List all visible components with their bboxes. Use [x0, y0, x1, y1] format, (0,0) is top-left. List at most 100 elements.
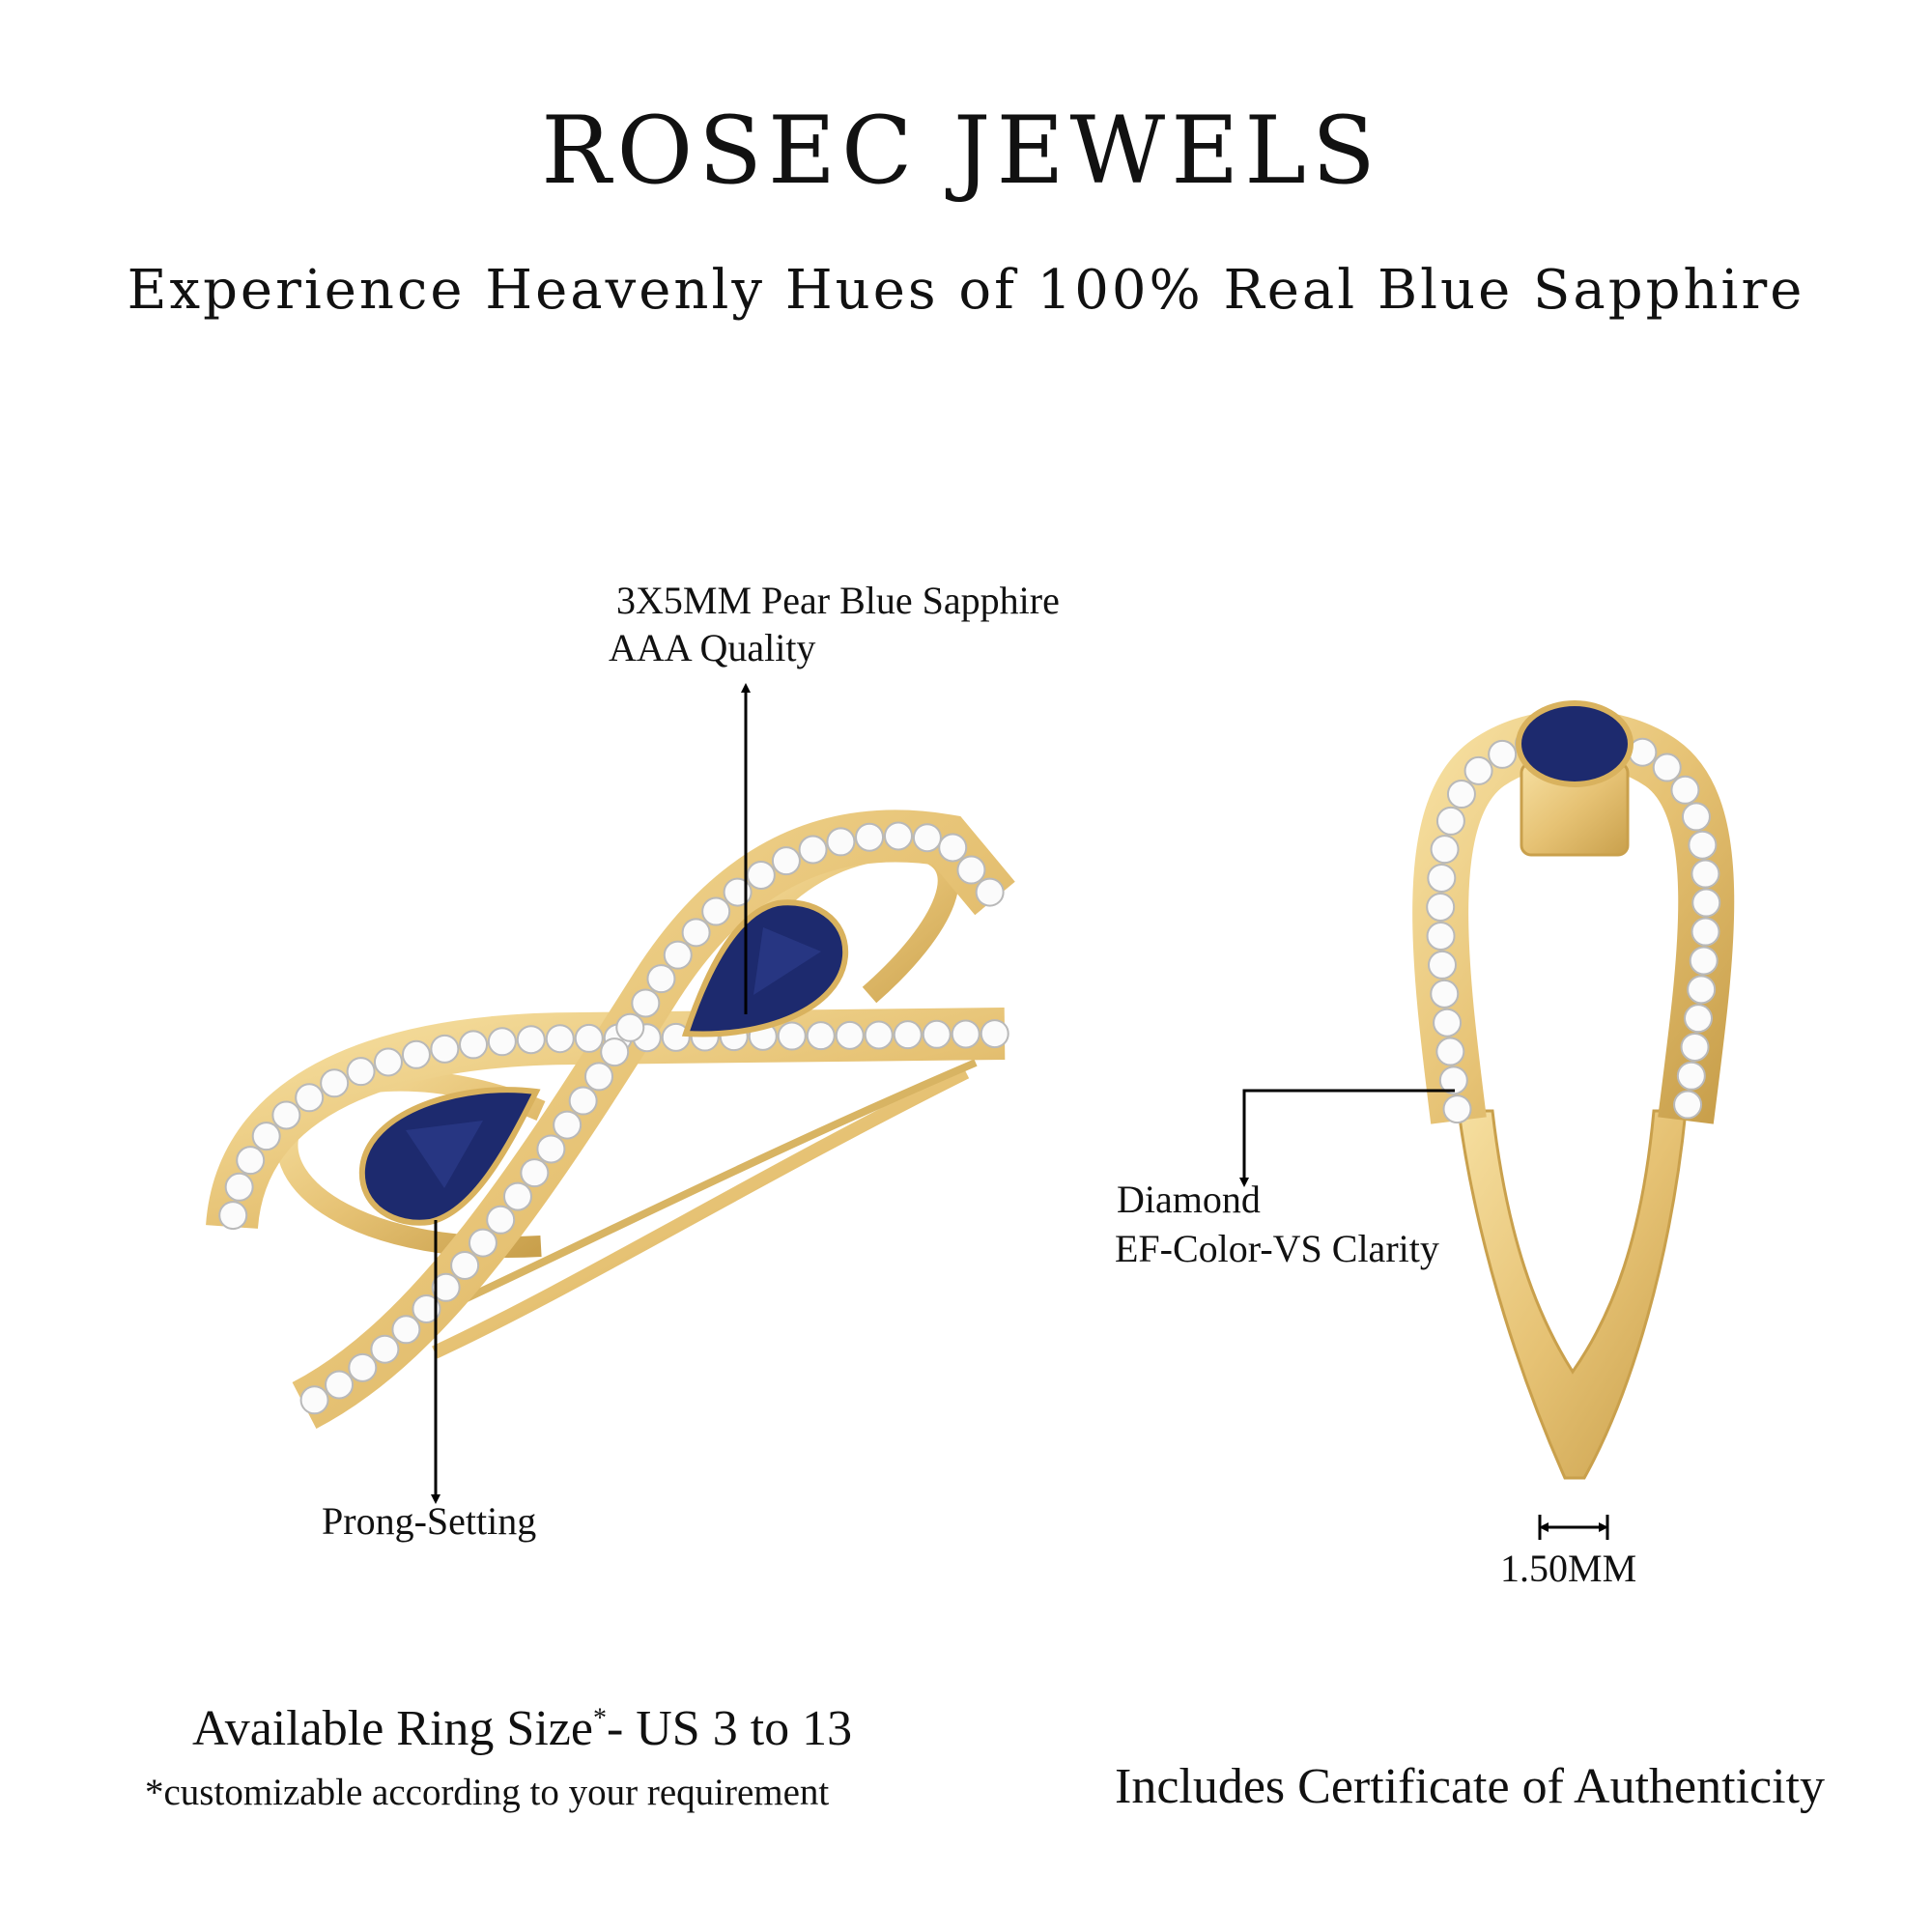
- diamond-stone: [1670, 775, 1700, 805]
- diamond-stone: [346, 1057, 376, 1087]
- diamond-stone: [553, 1110, 582, 1140]
- diamond-stone: [1433, 1008, 1463, 1037]
- diamond-stone: [777, 1021, 807, 1051]
- diamond-stone: [224, 1172, 254, 1202]
- front-view-ring: [1412, 700, 1735, 1480]
- diamond-stone: [1690, 859, 1720, 889]
- band-width-label: 1.50MM: [1500, 1547, 1637, 1590]
- diamond-stone: [468, 1228, 497, 1258]
- diamond-stone: [251, 1122, 281, 1151]
- diamond-stone: [295, 1083, 325, 1113]
- diamond-stone: [956, 855, 986, 885]
- diamond-stone: [325, 1370, 355, 1400]
- diamond-stone: [646, 964, 676, 994]
- diamond-stone: [864, 1020, 894, 1050]
- diamond-stone: [701, 896, 731, 926]
- tagline: Experience Heavenly Hues of 100% Real Bl…: [127, 259, 1805, 322]
- diamond-stone: [271, 1100, 301, 1130]
- diamond-stone: [661, 1022, 691, 1052]
- diamond-stone: [1430, 979, 1460, 1009]
- diamond-stone: [520, 1158, 550, 1188]
- diamond-stone: [1688, 830, 1718, 860]
- diamond-stone: [1438, 1065, 1468, 1095]
- diamond-stone: [430, 1034, 460, 1064]
- diamond-stone: [631, 988, 661, 1018]
- diamond-stone: [663, 940, 693, 970]
- diamond-stone: [893, 1020, 923, 1050]
- diamond-stone: [1430, 835, 1460, 865]
- customizable-note: *customizable according to your requirem…: [145, 1772, 830, 1813]
- diamond-stone: [1488, 739, 1518, 769]
- diamond-stone: [826, 827, 856, 857]
- diamond-stone: [912, 823, 942, 853]
- diamond-stone: [883, 821, 913, 851]
- diamond-stone: [1673, 1090, 1703, 1120]
- diamond-stone: [1690, 917, 1720, 947]
- diamond-stone: [835, 1020, 865, 1050]
- sapphire-stone-upper: [681, 899, 849, 1037]
- diamond-stone: [681, 918, 711, 948]
- diamond-stone: [1687, 975, 1717, 1005]
- ring-size-range: - US 3 to 13: [606, 1701, 853, 1756]
- diamond-stone: [746, 860, 776, 890]
- diamond-stone: [412, 1293, 441, 1323]
- diamond-stone: [450, 1250, 480, 1280]
- diamond-arrow: [1239, 1089, 1455, 1187]
- asterisk: *: [592, 1703, 607, 1734]
- sapphire-stone-front: [1516, 700, 1634, 787]
- diamond-stone: [1426, 921, 1456, 951]
- diamond-stone: [1442, 1094, 1472, 1124]
- diamond-stone: [1676, 1061, 1706, 1091]
- diamond-stone: [1680, 1032, 1710, 1062]
- diamond-stone: [1427, 950, 1457, 980]
- diamond-stone: [1463, 755, 1493, 785]
- diamond-stone: [1427, 863, 1457, 893]
- diamond-stone: [600, 1037, 630, 1067]
- diamond-stone: [502, 1181, 532, 1211]
- diamond-stone: [855, 822, 885, 852]
- ring-size-label: Available Ring Size: [192, 1701, 593, 1756]
- diamond-stone: [938, 833, 968, 863]
- diamond-stone: [1652, 753, 1682, 782]
- diamond-stone: [568, 1086, 598, 1116]
- diamond-stone: [536, 1134, 566, 1164]
- diamond-stone: [1446, 780, 1476, 810]
- diamond-stone: [771, 846, 801, 876]
- diamond-stone: [798, 835, 828, 865]
- diamond-stone: [1435, 1037, 1465, 1066]
- diamond-stone: [615, 1012, 645, 1042]
- diamond-stone: [487, 1027, 517, 1057]
- diamond-stone: [583, 1062, 613, 1092]
- diamond-stone: [320, 1068, 350, 1098]
- diamond-stone: [1681, 802, 1711, 832]
- diamond-stone: [459, 1030, 489, 1060]
- diamond-quality-label: EF-Color-VS Clarity: [1115, 1227, 1439, 1270]
- diamond-stone: [431, 1272, 461, 1302]
- certificate-note: Includes Certificate of Authenticity: [1115, 1759, 1825, 1814]
- diamond-label: Diamond: [1117, 1178, 1261, 1221]
- side-view-ring: [206, 810, 1015, 1429]
- diamond-stone: [1435, 806, 1465, 836]
- sapphire-stone-lower: [358, 1087, 541, 1226]
- gem-quality-label: AAA Quality: [609, 626, 816, 669]
- ring-size-info: Available Ring Size*- US 3 to 13: [192, 1700, 852, 1757]
- diamond-stone: [486, 1205, 516, 1235]
- diamond-stone: [1684, 1004, 1714, 1034]
- diamond-stone: [1426, 892, 1456, 922]
- diamond-stone: [516, 1025, 546, 1055]
- diamond-stone: [391, 1315, 421, 1345]
- diamond-stone: [574, 1023, 604, 1053]
- brand-title: ROSEC JEWELS: [541, 97, 1381, 205]
- diamond-stone: [218, 1201, 248, 1231]
- diamond-stone: [401, 1039, 431, 1069]
- diamond-stone: [1689, 946, 1719, 976]
- setting-label: Prong-Setting: [322, 1499, 537, 1543]
- diamond-stone: [348, 1352, 378, 1382]
- diamond-stone: [975, 877, 1005, 907]
- diamond-stone: [1691, 888, 1721, 918]
- diamond-stone: [299, 1385, 329, 1415]
- diamond-stone: [951, 1019, 980, 1049]
- diamond-stone: [545, 1024, 575, 1054]
- gem-label: 3X5MM Pear Blue Sapphire: [616, 579, 1060, 622]
